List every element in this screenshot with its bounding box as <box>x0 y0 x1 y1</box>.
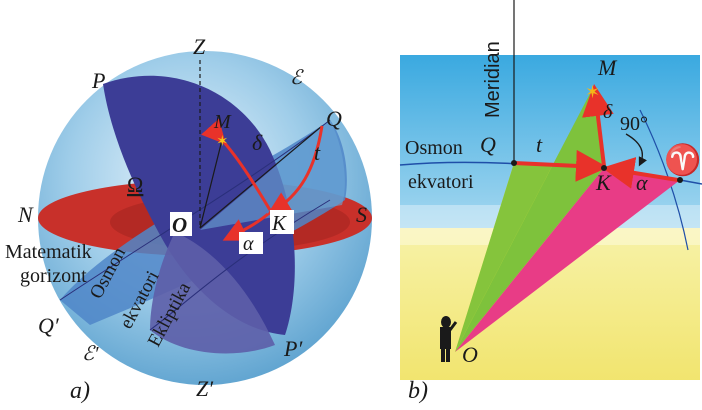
point-aries <box>677 177 683 183</box>
label-t-b: t <box>536 132 543 157</box>
label-meridian: Meridian <box>482 41 504 118</box>
panel-b: Meridian ✶ M Osmon e <box>399 0 702 404</box>
label-o: O <box>172 213 187 237</box>
equator-arc <box>59 119 331 301</box>
label-matematik: Matematik <box>5 241 92 263</box>
t-vector <box>513 149 608 182</box>
label-z: Z <box>193 34 206 59</box>
label-s: S <box>356 202 367 227</box>
label-t: t <box>314 140 321 165</box>
line-o-q <box>199 125 323 229</box>
hour-angle-arc <box>266 125 324 216</box>
label-o-box <box>170 212 192 236</box>
label-p-prime: P′ <box>283 336 303 361</box>
magenta-triangle <box>455 168 680 352</box>
label-omega: Ω <box>127 172 143 197</box>
observer-icon <box>440 316 458 362</box>
label-90: 90° <box>620 113 648 135</box>
caption-b: b) <box>408 378 428 404</box>
star-m-icon: ✶ <box>216 132 229 150</box>
label-e-prime: ℰ′ <box>82 343 99 365</box>
label-aries: ♈ <box>664 142 701 177</box>
meridian-plane <box>103 75 295 335</box>
star-m-b-icon: ✶ <box>585 82 600 103</box>
point-k-b <box>601 165 607 171</box>
hour-circle-curve <box>639 109 689 251</box>
label-q-b: Q <box>480 132 496 157</box>
point-q-b <box>511 160 517 166</box>
label-m: M <box>213 111 232 133</box>
ecliptic-plane <box>150 232 275 354</box>
delta-vector <box>582 84 614 167</box>
label-alpha-box <box>239 232 263 254</box>
equator-upper-wedge <box>200 120 345 230</box>
label-q-prime: Q′ <box>38 313 60 338</box>
green-triangle-2 <box>455 86 604 352</box>
label-k-b: K <box>595 170 612 195</box>
line-o-m <box>199 139 223 229</box>
label-q: Q <box>326 106 342 131</box>
panel-a: ✶ Z P ℰ Q M δ t Ω N S O K α Matematik go… <box>5 34 372 404</box>
label-alpha-b: α <box>636 170 648 195</box>
label-o-b: O <box>462 342 478 367</box>
label-ekvatori-b: ekvatori <box>408 171 474 193</box>
caption-a: a) <box>70 378 90 404</box>
ecliptic-arc <box>149 199 331 331</box>
label-osmon-b: Osmon <box>405 137 463 159</box>
label-n: N <box>17 202 34 227</box>
declination-arc <box>201 118 272 211</box>
label-delta-b: δ <box>603 101 613 123</box>
label-gorizont: gorizont <box>20 265 87 287</box>
label-z-prime: Z′ <box>196 376 214 401</box>
label-p: P <box>91 68 105 93</box>
label-delta: δ <box>252 130 263 155</box>
right-angle-arc <box>625 133 647 167</box>
alpha-vector <box>602 157 679 189</box>
right-ascension-arc <box>222 212 269 241</box>
label-alpha: α <box>243 233 254 255</box>
label-e: ℰ <box>290 67 304 89</box>
label-m-b: M <box>597 55 618 80</box>
label-k: K <box>271 211 287 235</box>
label-k-box <box>270 210 294 234</box>
